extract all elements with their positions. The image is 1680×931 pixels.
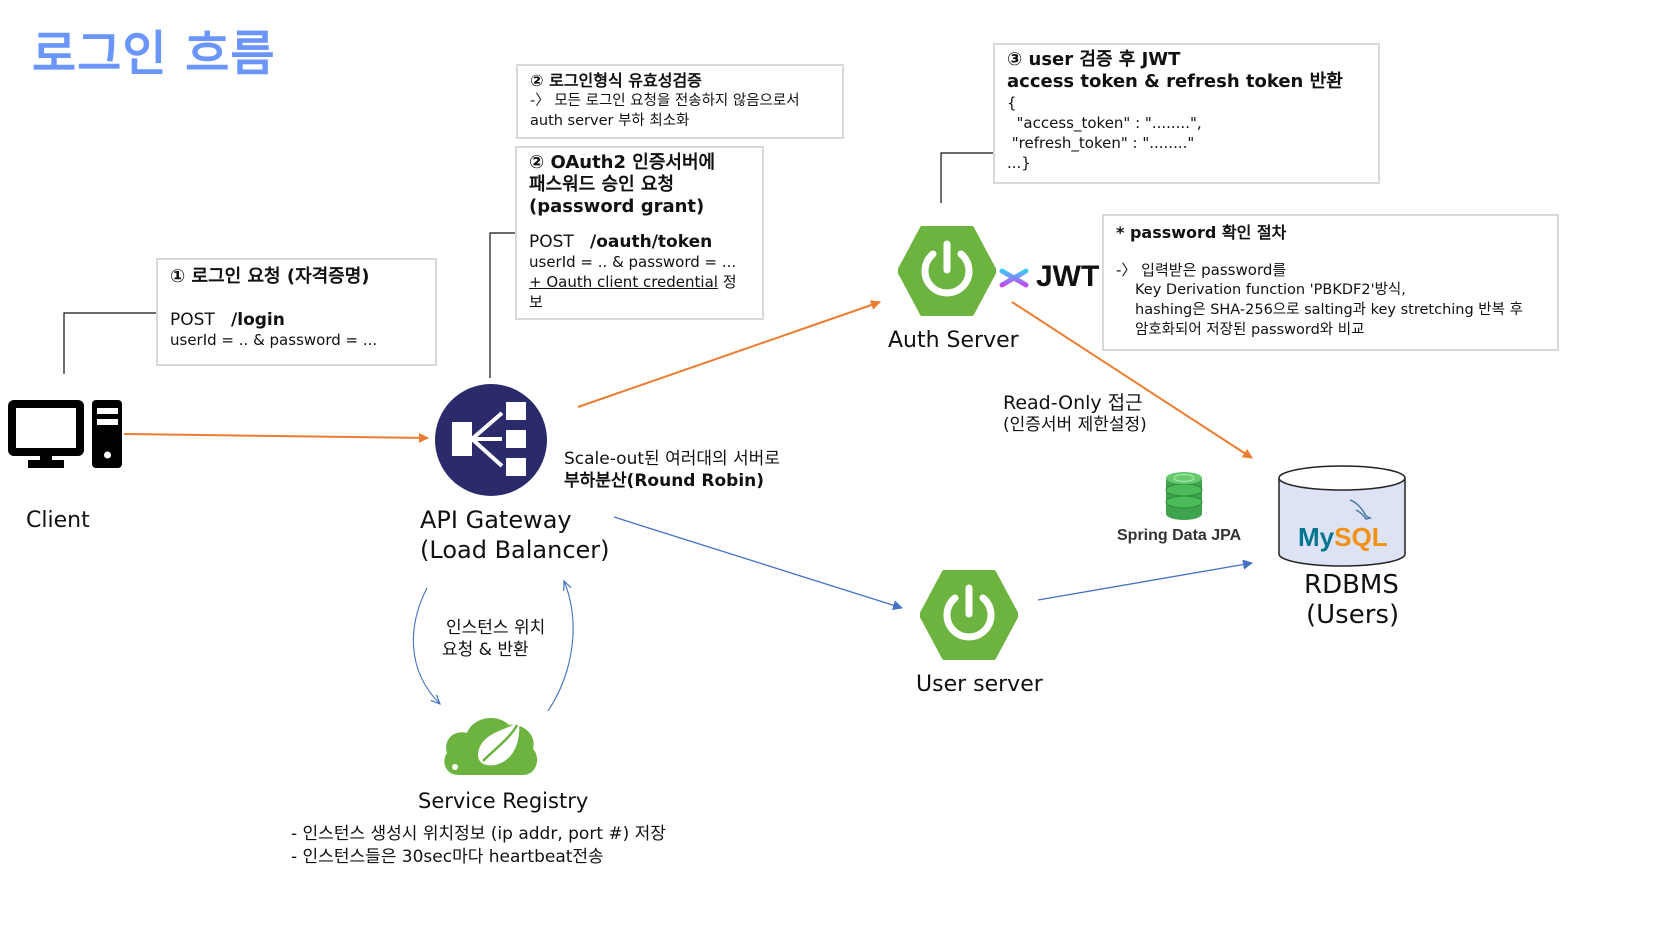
connector-auth-note: [940, 152, 994, 203]
arrow-registry-to-gateway: [547, 581, 574, 712]
note-heading: 패스워드 승인 요청: [529, 174, 675, 195]
registry-note-line: - 인스턴스들은 30sec마다 heartbeat전송: [291, 847, 604, 867]
spring-data-jpa-label: Spring Data JPA: [1117, 527, 1242, 544]
connector-client-note: [63, 312, 157, 374]
arrow-auth-to-rdbms: [1011, 301, 1253, 459]
note-login-request: ① 로그인 요청 (자격증명) POST /login userId = .. …: [156, 258, 437, 366]
client-label: Client: [26, 508, 90, 533]
load-balancing-label: Scale-out된 여러대의 서버로: [564, 449, 780, 469]
user-server-label: User server: [916, 672, 1043, 697]
note-format-validation: ② 로그인형식 유효성검증 -〉 모든 로그인 요청을 전송하지 않음으로서 a…: [516, 64, 844, 139]
note-heading: * password 확인 절차: [1116, 223, 1287, 242]
note-heading: access token & refresh token 반환: [1007, 71, 1343, 92]
service-registry-label: Service Registry: [418, 789, 589, 813]
mysql-my-text: My: [1298, 522, 1335, 552]
rdbms-label: RDBMS: [1304, 570, 1399, 600]
note-heading: (password grant): [529, 196, 705, 217]
instance-location-label: 인스턴스 위치: [446, 618, 546, 638]
note-line: -〉 모든 로그인 요청을 전송하지 않음으로서: [530, 93, 800, 109]
rdbms-sublabel: (Users): [1306, 600, 1400, 630]
note-line: auth server 부하 최소화: [530, 113, 690, 129]
request-params: userId = .. & password = ...: [529, 253, 737, 271]
request-params: userId = .. & password = ...: [170, 331, 378, 349]
jwt-asterisk-icon: [998, 262, 1030, 294]
note-line: -〉 입력받은 password를: [1116, 261, 1287, 279]
json-line: ...}: [1007, 154, 1031, 172]
arrow-client-to-gateway: [123, 432, 429, 443]
credential-suffix: 정보: [529, 273, 737, 311]
read-only-sublabel: (인증서버 제한설정): [1003, 415, 1147, 435]
http-path: /login: [231, 310, 285, 330]
json-line: {: [1007, 94, 1017, 112]
arrow-gateway-to-auth: [577, 300, 881, 408]
client-credential: + Oauth client credential: [529, 273, 718, 291]
spring-boot-icon: [897, 226, 997, 316]
json-line: "access_token" : "........",: [1007, 114, 1202, 132]
mysql-sql-text: SQL: [1334, 522, 1388, 552]
note-heading: ② OAuth2 인증서버에: [529, 152, 716, 173]
auth-server-label: Auth Server: [888, 328, 1019, 353]
http-method: POST: [529, 232, 574, 252]
client-computer-icon: [6, 398, 124, 470]
registry-note-line: - 인스턴스 생성시 위치정보 (ip addr, port #) 저장: [291, 824, 666, 844]
note-heading: ③ user 검증 후 JWT: [1007, 49, 1181, 70]
jwt-label: JWT: [1036, 260, 1100, 293]
json-line: "refresh_token" : "........": [1007, 134, 1195, 152]
note-jwt-response: ③ user 검증 후 JWT access token & refresh t…: [993, 43, 1380, 184]
http-path: /oauth/token: [590, 232, 713, 252]
note-oauth-request: ② OAuth2 인증서버에 패스워드 승인 요청 (password gran…: [515, 146, 764, 320]
gateway-label: API Gateway: [420, 506, 572, 534]
spring-boot-icon: [919, 570, 1019, 660]
spring-cloud-icon: [441, 709, 541, 777]
gateway-sublabel: (Load Balancer): [420, 536, 610, 564]
load-balancer-icon: [434, 384, 548, 496]
arrow-gateway-to-registry: [412, 587, 440, 704]
note-line: hashing은 SHA-256으로 salting과 key stretchi…: [1135, 302, 1523, 318]
note-heading: ② 로그인형식 유효성검증: [530, 71, 702, 90]
page-title: 로그인 흐름: [32, 26, 276, 82]
read-only-label: Read-Only 접근: [1003, 392, 1143, 414]
http-method: POST: [170, 310, 215, 330]
note-heading: ① 로그인 요청 (자격증명): [170, 266, 370, 287]
round-robin-label: 부하분산(Round Robin): [564, 471, 765, 491]
arrow-user-server-to-rdbms: [1037, 559, 1253, 601]
connector-gateway-note: [489, 232, 516, 378]
mysql-database-icon: MySQL: [1278, 464, 1406, 568]
note-password-check: * password 확인 절차 -〉 입력받은 password를 Key D…: [1102, 214, 1559, 351]
database-stack-icon: [1164, 470, 1204, 520]
instance-location-sublabel: 요청 & 반환: [442, 640, 529, 660]
arrow-gateway-to-user-server: [613, 516, 903, 611]
note-line: 암호화되어 저장된 password와 비교: [1135, 322, 1365, 338]
note-line: Key Derivation function 'PBKDF2'방식,: [1135, 282, 1406, 298]
